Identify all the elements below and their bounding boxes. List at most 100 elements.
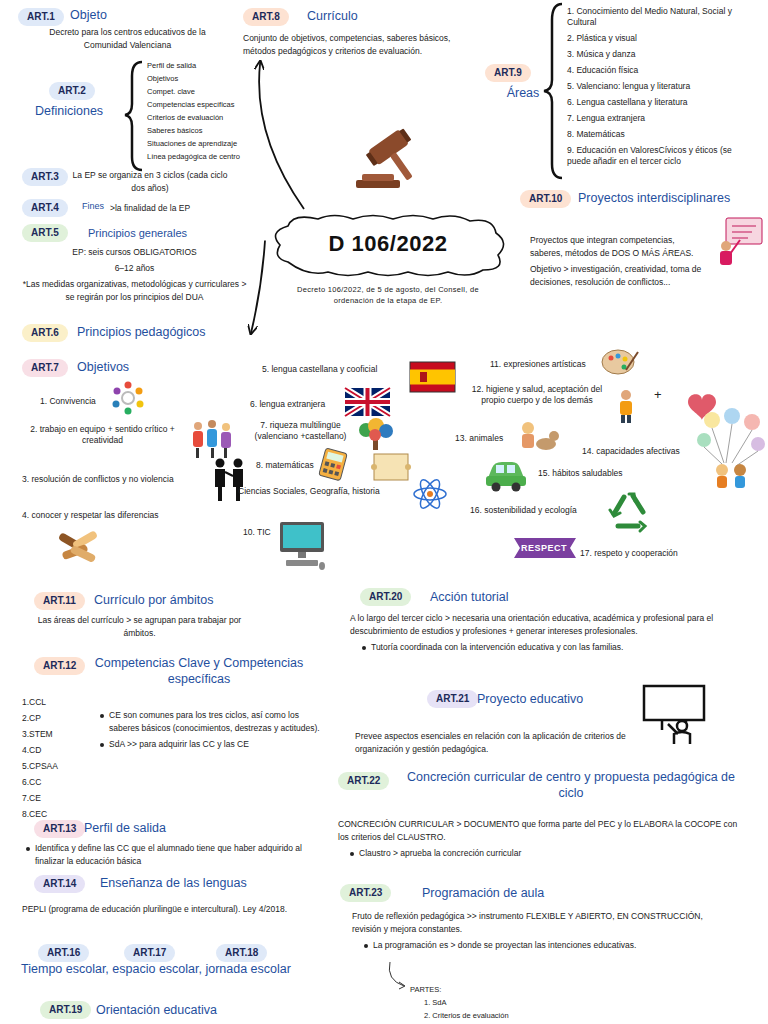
uk-flag-part <box>345 388 390 416</box>
text-block: 6. Lengua castellana y literatura <box>567 97 755 108</box>
objective-label: 5. lengua castellana y cooficial <box>262 364 377 375</box>
article-tag: ART.9 <box>485 64 531 82</box>
team-icon-part <box>194 422 202 430</box>
project-icon-part <box>726 218 762 244</box>
convivencia-icon <box>113 382 144 415</box>
scroll-icon-part <box>374 454 408 480</box>
convivencia-icon-part <box>137 401 144 408</box>
text-block: Línea pedagógica de centro <box>147 151 255 164</box>
palette-icon-part <box>623 357 628 362</box>
objective-label: 13. animales <box>455 433 503 444</box>
article-tag: ART.18 <box>216 944 267 962</box>
text-block: 9. Educación en ValoresCívicos y éticos … <box>567 145 755 167</box>
objective-label: 1. Convivencia <box>40 396 96 407</box>
article-title: Orientación educativa <box>96 1003 246 1019</box>
computer-icon-part <box>298 552 306 558</box>
calculator-icon-part <box>336 464 341 469</box>
article-title: Áreas <box>493 86 553 102</box>
objective-label: + <box>654 387 662 402</box>
article-tag: ART.19 <box>40 1001 91 1019</box>
text-block: 1.CCL <box>22 695 84 711</box>
project-icon-part <box>732 226 756 238</box>
objective-label: 8. matemáticas <box>256 460 314 471</box>
team-icon-part <box>222 423 230 431</box>
feelings-icon-part <box>735 476 745 488</box>
body-icon-part <box>621 415 625 423</box>
article-block: ART.23Programación de aulaFruto de refle… <box>340 884 730 1022</box>
text-block: Decreto 106/2022, de 5 de agosto, del Co… <box>278 284 498 307</box>
project-icon-part <box>721 241 731 251</box>
pointer-arrow <box>389 962 405 989</box>
calculator-icon-part <box>326 452 343 463</box>
article-title: Principios generales <box>88 227 246 241</box>
text-block: Saberes básicos <box>147 125 255 138</box>
text-block: Tutoría coordinada con la intervención e… <box>360 641 745 654</box>
article-title: Definiciones <box>35 104 130 120</box>
computer-icon-part <box>283 525 321 548</box>
calculator-icon-part <box>328 470 333 475</box>
car-icon-part <box>507 465 515 473</box>
uk-flag-part <box>345 388 390 416</box>
objective-label: 10. TIC <box>243 527 271 538</box>
hands-icon <box>58 530 99 563</box>
text-block: A lo largo del tercer ciclo > necesaria … <box>350 612 745 638</box>
feelings-icon-part <box>716 464 728 476</box>
computer-icon-part <box>319 562 325 570</box>
animals-icon-part <box>549 431 559 441</box>
text-block: 4.CD <box>22 743 84 759</box>
palette-icon-part <box>602 350 634 374</box>
article-block: ART.20Acción tutorialA lo largo del terc… <box>350 588 750 654</box>
article-tag: ART.20 <box>360 588 411 606</box>
article-title: Perfil de salida <box>84 821 234 837</box>
convivencia-icon-part <box>122 392 134 404</box>
scroll-icon <box>371 454 411 480</box>
article-tag: ART.14 <box>34 875 85 893</box>
body-icon-part <box>627 415 631 423</box>
objective-label: 7. riqueza multilingüe (valenciano +cast… <box>248 420 353 443</box>
text-block: 2. Criterios de evaluación <box>424 1010 564 1022</box>
badge-text: RESPECT <box>512 539 576 557</box>
connector-arrow <box>251 241 265 334</box>
scroll-icon-part <box>371 464 377 470</box>
text-block: 2.CP <box>22 711 84 727</box>
classroom-icon-part <box>677 721 687 731</box>
atom-icon-part <box>417 477 443 511</box>
text-block: PARTES: <box>410 984 510 996</box>
title-cloud: D 106/2022Decreto 106/2022, de 5 de agos… <box>268 212 508 307</box>
text-block: CE son comunes para los tres ciclos, así… <box>98 709 320 735</box>
tree-icon-part <box>379 424 393 438</box>
text-block: CONCRECIÓN CURRICULAR > DOCUMENTO que fo… <box>338 818 738 844</box>
palette-icon-part <box>626 352 638 370</box>
text-block: Prevee aspectos esenciales en relación c… <box>355 730 640 756</box>
article-block: ART.8CurrículoConjunto de objetivos, com… <box>243 8 458 58</box>
text-block: La EP se organiza en 3 ciclos (cada cicl… <box>70 169 230 195</box>
article-title: Tiempo escolar, espacio escolar, jornada… <box>4 962 308 978</box>
article-title: Proyectos interdisciplinares <box>578 191 763 207</box>
article-block: ART.12Competencias Clave y Competencias … <box>22 655 322 823</box>
text-block: 2. Plástica y visual <box>567 33 755 44</box>
conflict-icon-part <box>233 469 243 501</box>
atom-icon-part <box>427 491 433 497</box>
car-icon-part <box>492 483 501 492</box>
text-block: 4. Educación física <box>567 65 755 76</box>
article-tag: ART.6 <box>22 324 68 342</box>
gavel-icon-part <box>356 180 400 188</box>
uk-flag-part <box>345 388 390 416</box>
calculator-icon-part <box>319 448 347 481</box>
article-tag: ART.3 <box>22 168 68 186</box>
palette-icon-part <box>616 354 621 359</box>
objective-label: 2. trabajo en equipo + sentido crítico +… <box>20 424 185 447</box>
animals-icon-part <box>522 434 534 448</box>
article-tag: ART.10 <box>520 190 571 208</box>
text-block: 3. Música y danza <box>567 49 755 60</box>
calculator-icon-part <box>330 463 335 468</box>
article-title: Objeto <box>70 8 190 24</box>
atom-icon-part <box>417 477 443 511</box>
classroom-icon-part <box>644 686 704 720</box>
text-block: 5.CPSAA <box>22 759 84 775</box>
convivencia-icon-part <box>125 408 132 415</box>
objective-label: 17. respeto y cooperación <box>580 548 678 559</box>
pointer-arrow-part <box>399 982 405 989</box>
body-icon-part <box>621 390 631 400</box>
gavel-icon-part-part <box>399 128 411 142</box>
